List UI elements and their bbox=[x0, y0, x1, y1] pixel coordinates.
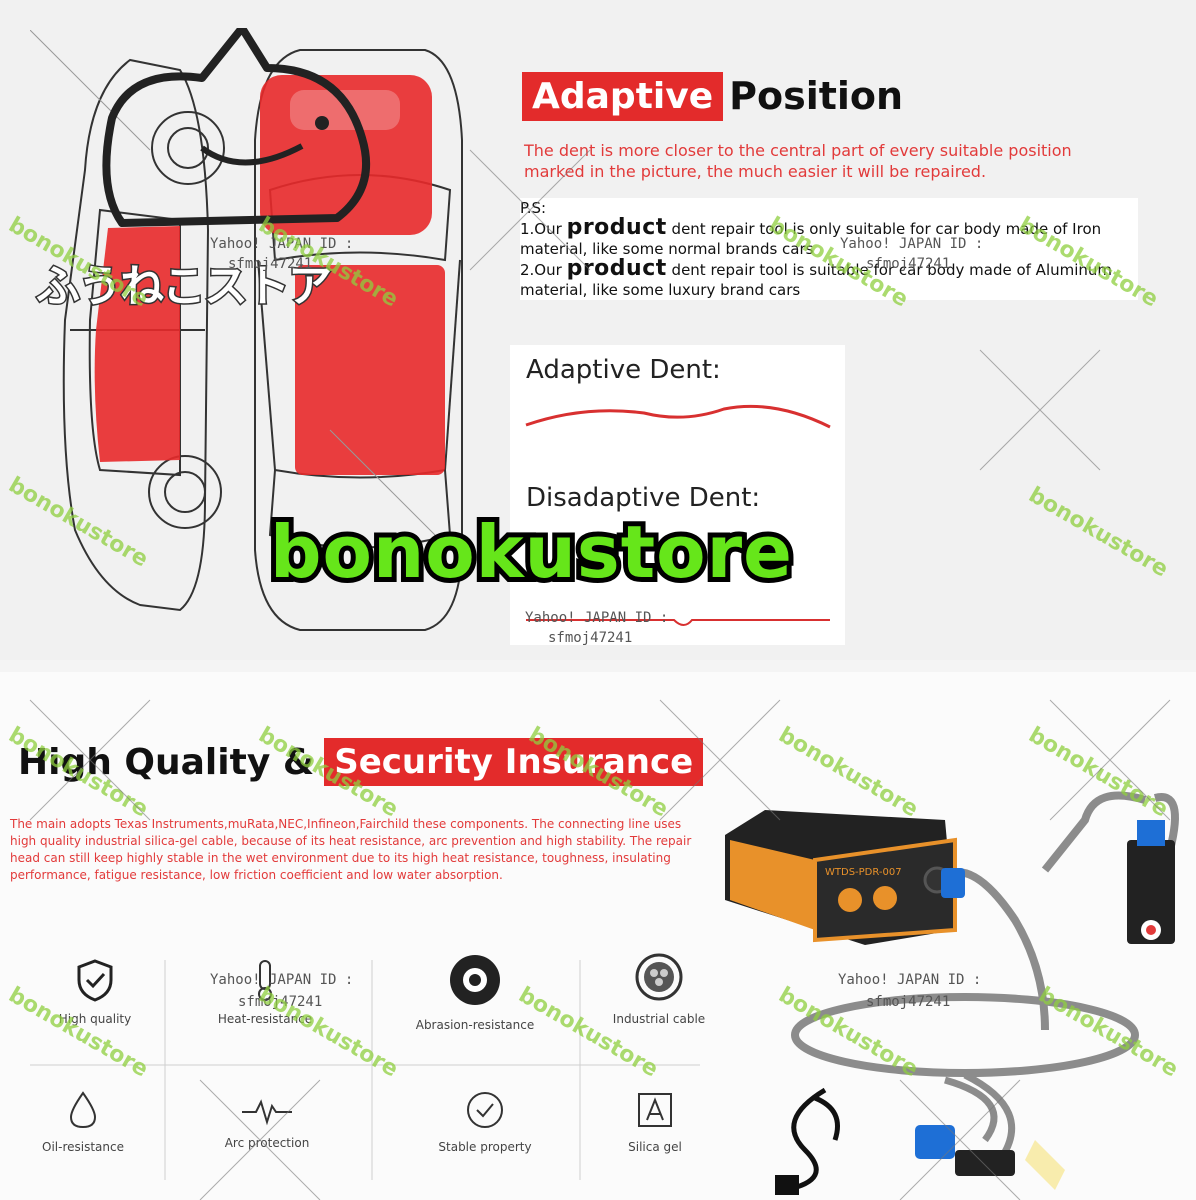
wm-yahoo-2: Yahoo! JAPAN ID : bbox=[840, 236, 984, 252]
feature-label: Silica gel bbox=[628, 1140, 682, 1154]
feature-industrial-cable: Industrial cable bbox=[584, 952, 734, 1026]
adaptive-description: The dent is more closer to the central p… bbox=[524, 141, 1072, 181]
store-name-jp: ふうねこストア bbox=[35, 260, 334, 314]
disadaptive-dent-curve bbox=[526, 619, 830, 626]
ps2-text: dent repair tool is suitable for car bod… bbox=[520, 261, 1113, 299]
wm-id-5: sfmoj47241 bbox=[866, 994, 951, 1010]
title-rest-label: Position bbox=[729, 74, 904, 118]
feature-label: Heat-resistance bbox=[217, 1012, 313, 1026]
wm-id-2: sfmoj47241 bbox=[866, 256, 951, 272]
ps1-prefix: 1.Our bbox=[520, 220, 562, 238]
adaptive-dent-label: Adaptive Dent: bbox=[526, 355, 721, 385]
ps-notes: P.S: 1.Our product dent repair tool is o… bbox=[520, 198, 1138, 300]
wm-id-4: sfmoj47241 bbox=[238, 994, 323, 1010]
wm-yahoo-5: Yahoo! JAPAN ID : bbox=[838, 972, 982, 988]
ps1-product: product bbox=[566, 215, 667, 240]
adaptive-position-title: Adaptive Position bbox=[522, 66, 903, 126]
high-quality-title: High Quality & Security Insurance bbox=[18, 738, 704, 786]
title2-rest-label: High Quality & bbox=[18, 741, 315, 783]
cable-icon bbox=[635, 953, 683, 1001]
device-label: WTDS-PDR-007 bbox=[825, 867, 902, 878]
dent-examples: Adaptive Dent: Disadaptive Dent: bbox=[510, 345, 845, 645]
shield-check-icon bbox=[77, 959, 113, 1002]
wm-id-3: sfmoj47241 bbox=[548, 630, 633, 646]
dent-repair-device: WTDS-PDR-007 bbox=[725, 791, 1179, 1195]
feature-label: Abrasion-resistance bbox=[415, 1018, 535, 1032]
feature-label: High quality bbox=[58, 1012, 132, 1026]
wm-yahoo-1: Yahoo! JAPAN ID : bbox=[210, 236, 354, 252]
wm-id-1: sfmoj47241 bbox=[228, 256, 313, 272]
wm-yahoo-3: Yahoo! JAPAN ID : bbox=[525, 610, 669, 626]
brand-watermark: bonokustore bbox=[265, 505, 797, 599]
silica-icon bbox=[638, 1093, 672, 1127]
car-diagram bbox=[30, 30, 463, 631]
ps2-prefix: 2.Our bbox=[520, 261, 562, 279]
ps-note-1: 1.Our product dent repair tool is only s… bbox=[520, 215, 1138, 259]
adaptive-dent-curve bbox=[525, 404, 831, 429]
tire-icon bbox=[450, 955, 500, 1005]
ps-note-2: 2.Our product dent repair tool is suitab… bbox=[520, 256, 1138, 300]
feature-grid bbox=[30, 960, 700, 1180]
drop-icon bbox=[69, 1091, 97, 1129]
feature-label: Arc protection bbox=[224, 1136, 310, 1150]
title-red-label: Adaptive bbox=[522, 71, 724, 121]
cat-mascot-icon bbox=[102, 28, 371, 227]
feature-silica-gel: Silica gel bbox=[580, 1090, 730, 1154]
ps1-text: dent repair tool is only suitable for ca… bbox=[520, 220, 1102, 258]
feature-label: Oil-resistance bbox=[42, 1140, 124, 1154]
feature-label: Industrial cable bbox=[612, 1012, 706, 1026]
pulse-icon bbox=[242, 1099, 292, 1126]
title2-red-label: Security Insurance bbox=[324, 738, 704, 786]
feature-label: Stable property bbox=[438, 1140, 532, 1154]
badge-check-icon bbox=[467, 1092, 503, 1128]
quality-paragraph: The main adopts Texas Instruments,muRata… bbox=[10, 817, 692, 882]
feature-arc-protection: Arc protection bbox=[192, 1098, 342, 1150]
feature-abrasion-resistance: Abrasion-resistance bbox=[400, 952, 550, 1032]
feature-stable-property: Stable property bbox=[410, 1090, 560, 1154]
wm-yahoo-4: Yahoo! JAPAN ID : bbox=[210, 972, 354, 988]
ps2-product: product bbox=[566, 256, 667, 281]
feature-heat-resistance: Heat-resistance bbox=[190, 958, 340, 1026]
thermometer-icon bbox=[258, 960, 272, 1001]
feature-oil-resistance: Oil-resistance bbox=[8, 1090, 158, 1154]
disadaptive-dent-label: Disadaptive Dent: bbox=[526, 483, 761, 513]
feature-high-quality: High quality bbox=[20, 958, 170, 1026]
ps-label: P.S: bbox=[520, 199, 547, 217]
